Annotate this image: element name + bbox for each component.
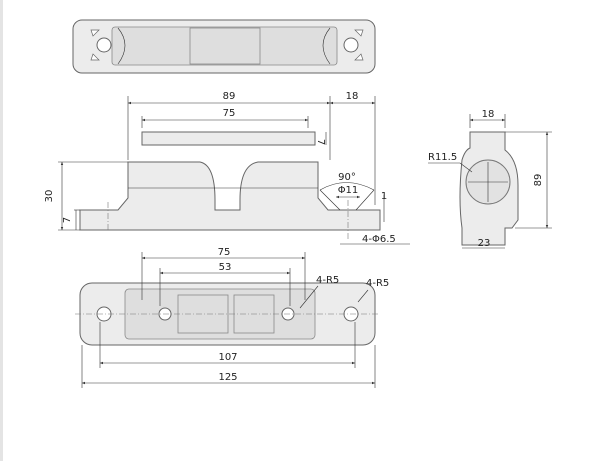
dim-bottom-slot-length: 53 xyxy=(219,262,232,273)
bottom-view xyxy=(75,252,380,388)
dim-front-arm-thickness: 7 xyxy=(315,139,326,145)
dim-countersink-depth: 1 xyxy=(381,191,387,202)
dim-front-overall-length: 89 xyxy=(223,91,236,102)
dim-hole-spec: 4-Φ6.5 xyxy=(362,234,396,245)
dim-side-radius: R11.5 xyxy=(428,152,457,163)
dim-bottom-radius-outer: 4-R5 xyxy=(366,278,389,289)
dim-front-height: 30 xyxy=(44,190,55,203)
side-view xyxy=(428,114,552,249)
dim-bottom-overall-length: 125 xyxy=(218,372,237,383)
dim-bottom-hole-spacing-outer: 107 xyxy=(218,352,237,363)
dim-side-base-width: 23 xyxy=(478,238,491,249)
dim-countersink-diameter: Φ11 xyxy=(338,185,359,196)
dim-front-arm-length: 75 xyxy=(223,108,236,119)
dim-front-end-offset: 18 xyxy=(346,91,359,102)
page-border xyxy=(0,0,3,461)
dim-side-top-width: 18 xyxy=(482,109,495,120)
front-view xyxy=(58,96,410,245)
dim-bottom-radius-inner: 4-R5 xyxy=(316,275,339,286)
dim-bottom-hole-spacing-inner: 75 xyxy=(218,247,231,258)
dim-front-flange-thickness: 7 xyxy=(62,217,73,223)
dim-side-height: 89 xyxy=(533,174,544,187)
top-view xyxy=(72,19,376,74)
dim-countersink-angle: 90° xyxy=(338,172,356,183)
